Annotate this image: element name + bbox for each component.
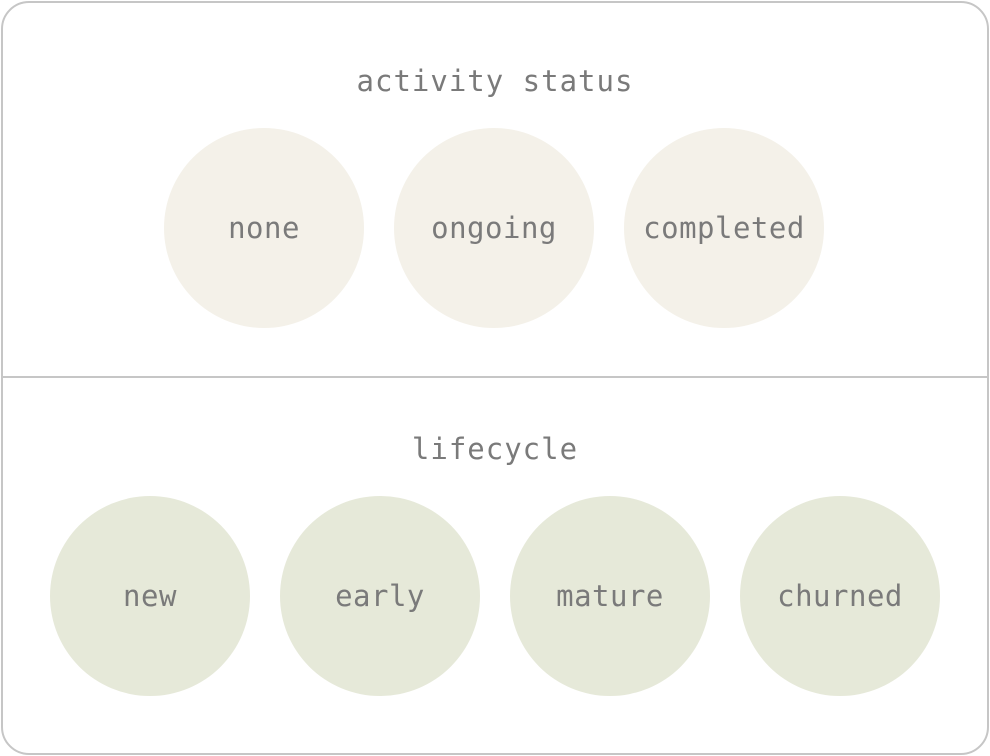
lifecycle-title: lifecycle <box>411 432 579 466</box>
state-node-ongoing: ongoing <box>394 128 594 328</box>
state-node-none: none <box>164 128 364 328</box>
state-node-churned: churned <box>740 496 940 696</box>
section-divider <box>2 376 988 378</box>
state-label: mature <box>556 578 664 613</box>
state-label: early <box>335 578 425 613</box>
state-label: new <box>123 578 177 613</box>
state-node-early: early <box>280 496 480 696</box>
state-node-new: new <box>50 496 250 696</box>
state-node-completed: completed <box>624 128 824 328</box>
state-label: none <box>228 210 300 245</box>
activity-status-title: activity status <box>356 64 634 98</box>
state-label: ongoing <box>431 210 557 245</box>
state-label: completed <box>643 210 805 245</box>
state-label: churned <box>777 578 903 613</box>
state-node-mature: mature <box>510 496 710 696</box>
